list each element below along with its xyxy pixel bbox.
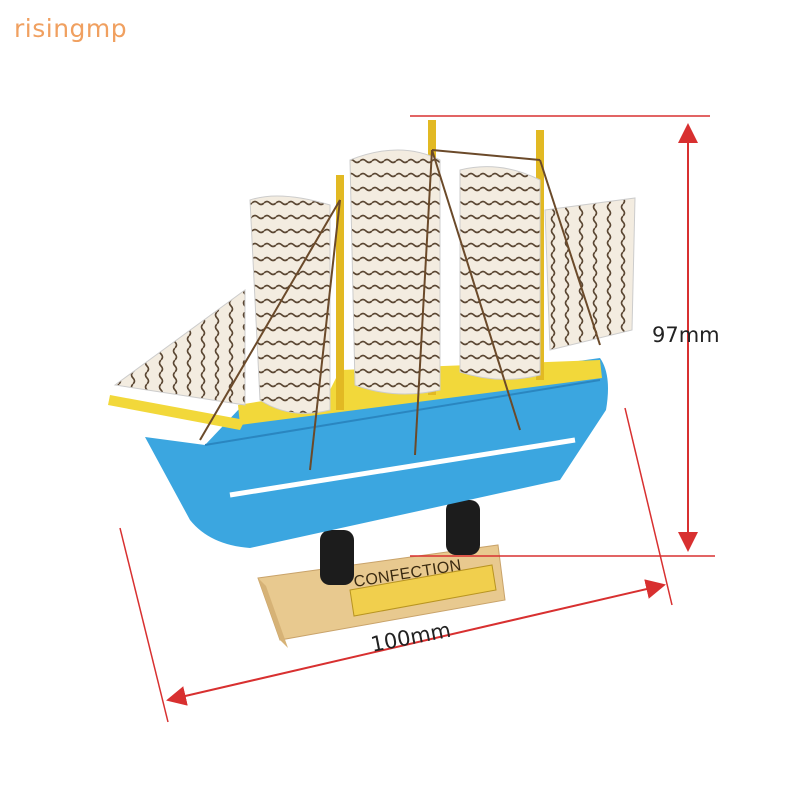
height-label: 97mm [652,323,720,347]
watermark: risingmp [14,14,128,43]
width-dimension-line [119,407,673,723]
height-dimension-line [410,115,715,557]
sails [113,149,636,414]
stand-pillars [320,500,480,585]
rigging [199,149,601,471]
